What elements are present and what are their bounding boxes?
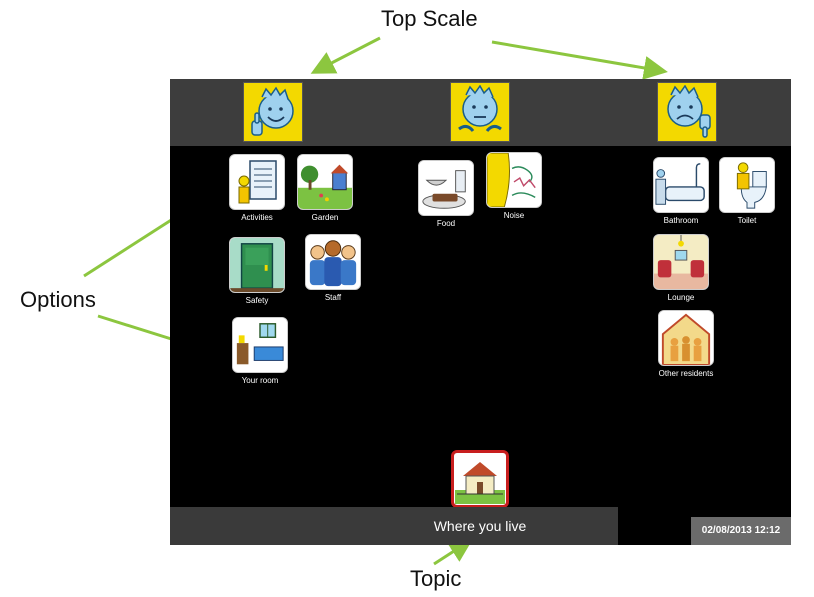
options-callout: Options: [20, 287, 96, 312]
option-garden[interactable]: Garden: [295, 154, 355, 222]
option-activities[interactable]: Activities: [227, 154, 287, 222]
house-icon: [455, 454, 505, 504]
scale-sad-button[interactable]: [657, 82, 717, 142]
option-label: Other residents: [658, 369, 714, 378]
arrow-top-scale-right: [491, 40, 668, 80]
top-scale-callout: Top Scale: [381, 6, 478, 31]
option-label: Bathroom: [663, 216, 699, 225]
topic-label: Where you live: [433, 518, 527, 534]
toilet-icon: [719, 157, 775, 213]
garden-icon: [297, 154, 353, 210]
option-label: Noise: [503, 211, 525, 220]
neutral-face-shrug-icon: [458, 85, 502, 132]
scale-happy-button[interactable]: [243, 82, 303, 142]
option-bathroom[interactable]: Bathroom: [651, 157, 711, 225]
option-other-residents[interactable]: Other residents: [655, 310, 717, 378]
topic-bar: [170, 507, 618, 545]
option-your-room[interactable]: Your room: [230, 317, 290, 385]
noise-icon: [486, 152, 542, 208]
happy-face-thumbs-up-icon: [251, 86, 294, 136]
arrow-top-scale-left: [310, 36, 381, 74]
arrow-topic: [433, 538, 474, 566]
option-label: Staff: [324, 293, 342, 302]
option-lounge[interactable]: Lounge: [651, 234, 711, 302]
staff-icon: [305, 234, 361, 290]
option-label: Safety: [245, 296, 269, 305]
app-screen: Activities Garden Safety: [170, 79, 791, 545]
option-label: Toilet: [737, 216, 757, 225]
option-toilet[interactable]: Toilet: [717, 157, 777, 225]
lounge-icon: [653, 234, 709, 290]
sad-face-thumbs-down-icon: [667, 85, 711, 138]
other-residents-icon: [658, 310, 714, 366]
option-safety[interactable]: Safety: [227, 237, 287, 305]
option-staff[interactable]: Staff: [303, 234, 363, 302]
datetime-display: 02/08/2013 12:12: [701, 525, 781, 536]
option-label: Garden: [311, 213, 339, 222]
bathroom-icon: [653, 157, 709, 213]
option-label: Your room: [241, 376, 279, 385]
option-noise[interactable]: Noise: [484, 152, 544, 220]
topic-button[interactable]: [451, 450, 509, 508]
activities-icon: [229, 154, 285, 210]
option-label: Activities: [241, 213, 273, 222]
option-label: Lounge: [667, 293, 695, 302]
datetime-panel: [691, 517, 791, 545]
safety-icon: [229, 237, 285, 293]
food-icon: [418, 160, 474, 216]
your-room-icon: [232, 317, 288, 373]
option-label: Food: [436, 219, 456, 228]
scale-neutral-button[interactable]: [450, 82, 510, 142]
option-food[interactable]: Food: [416, 160, 476, 228]
topic-callout: Topic: [410, 566, 462, 591]
